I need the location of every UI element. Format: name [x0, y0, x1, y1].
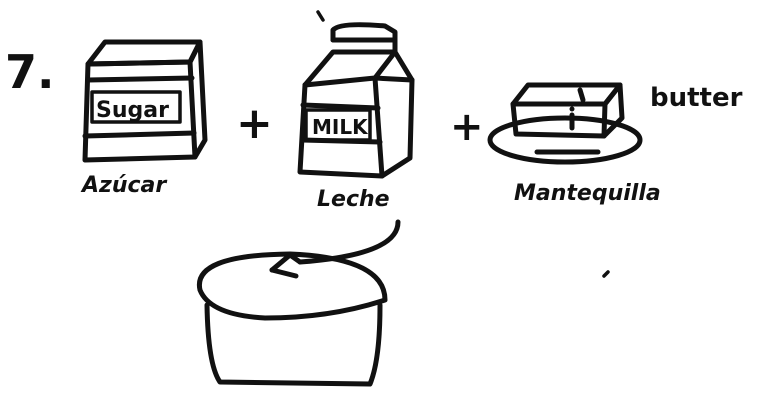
milk-carton-icon	[300, 25, 412, 176]
butter-dish-icon	[490, 85, 640, 162]
stray-mark	[604, 272, 608, 276]
milk-carton-label: MILK	[312, 115, 369, 139]
plus-sign-1: +	[236, 98, 273, 149]
butter-caption: Mantequilla	[514, 181, 661, 206]
butter-english-label: butter	[650, 83, 743, 113]
milk-caption: Leche	[317, 187, 390, 212]
sugar-caption: Azúcar	[80, 173, 167, 198]
sugar-box-label: Sugar	[96, 98, 169, 123]
stray-mark	[318, 12, 323, 20]
curved-arrow-icon	[272, 222, 398, 276]
step-number: 7.	[5, 45, 54, 99]
plus-sign-2: +	[450, 104, 484, 150]
